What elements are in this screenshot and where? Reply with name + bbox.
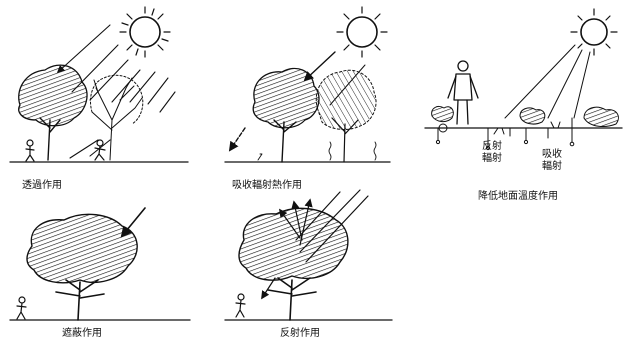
caption-reflection: 反射作用 (280, 327, 320, 339)
caption-shading: 遮蔽作用 (62, 326, 102, 339)
bare-tree-icon (91, 75, 143, 160)
panel-reflection: 反射作用 (225, 190, 392, 339)
person-icon (236, 294, 245, 317)
panel-absorption: 吸收輻射熱作用 (225, 7, 390, 191)
caption-absorption: 吸收輻射熱作用 (232, 178, 302, 191)
person-icon (26, 140, 34, 161)
sun-rays (505, 45, 590, 118)
panel-ground-cooling: 反射 輻射 吸收 輻射 降低地面溫度作用 (425, 9, 622, 202)
dense-tree-icon (27, 214, 137, 320)
heat-wave-icon (258, 142, 376, 160)
caption-transmission: 透過作用 (22, 179, 62, 191)
person-icon (95, 140, 105, 160)
dense-tree-icon (253, 68, 319, 162)
dense-tree-icon (239, 208, 348, 320)
label-reflected-line1: 反射 (482, 140, 502, 152)
label-absorbed-line2: 輻射 (542, 160, 562, 172)
sun-icon (571, 9, 617, 55)
person-icon (17, 297, 26, 319)
label-absorbed-line1: 吸收 (542, 147, 562, 160)
sun-icon (120, 7, 170, 57)
panel-transmission: 透過作用 (10, 7, 188, 191)
caption-ground-cooling: 降低地面溫度作用 (478, 189, 558, 202)
shrub-icon (584, 107, 618, 126)
sun-icon (337, 7, 387, 57)
label-reflected-line2: 輻射 (482, 152, 502, 164)
shrub-icon (520, 108, 545, 124)
bare-tree-icon (316, 70, 376, 162)
panel-shading: 遮蔽作用 (10, 208, 190, 339)
